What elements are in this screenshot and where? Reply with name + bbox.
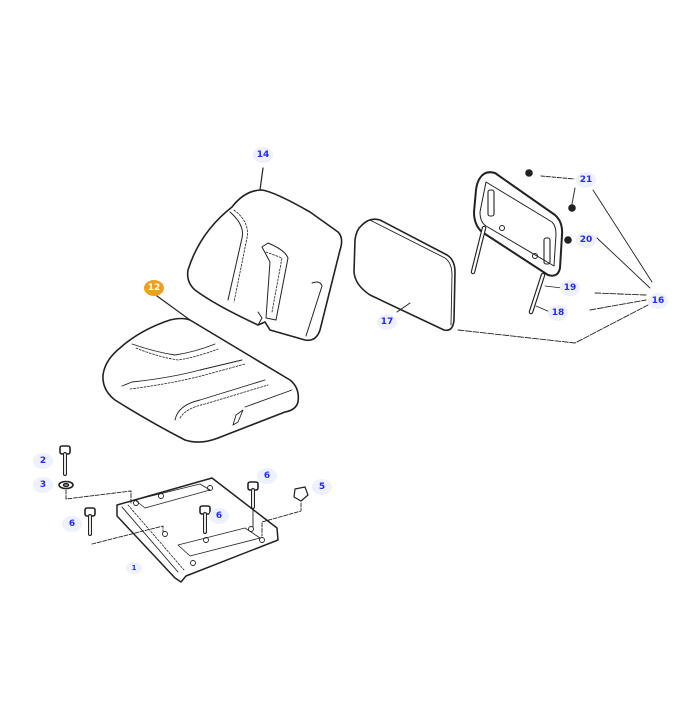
callout-16[interactable]: 16 [648,293,668,309]
callout-3[interactable]: 3 [33,477,53,493]
callout-5[interactable]: 5 [312,479,332,495]
seat-cushion-drawing [102,295,300,443]
base-plate-drawing [58,445,309,583]
callout-18[interactable]: 18 [548,305,568,321]
callout-19[interactable]: 19 [560,280,580,296]
callout-6[interactable]: 6 [62,516,82,532]
callout-6[interactable]: 6 [257,468,277,484]
backrest-cushion-drawing [186,167,343,342]
callout-2[interactable]: 2 [33,453,53,469]
callout-14[interactable]: 14 [253,147,273,163]
callout-21[interactable]: 21 [576,172,596,188]
callout-6[interactable]: 6 [209,508,229,524]
headrest-pad-drawing [353,218,649,344]
callout-20[interactable]: 20 [576,232,596,248]
callout-17[interactable]: 17 [377,314,397,330]
callout-12[interactable]: 12 [144,280,164,296]
callout-1[interactable]: 1 [126,562,142,574]
headrest-frame-drawing [470,169,653,315]
